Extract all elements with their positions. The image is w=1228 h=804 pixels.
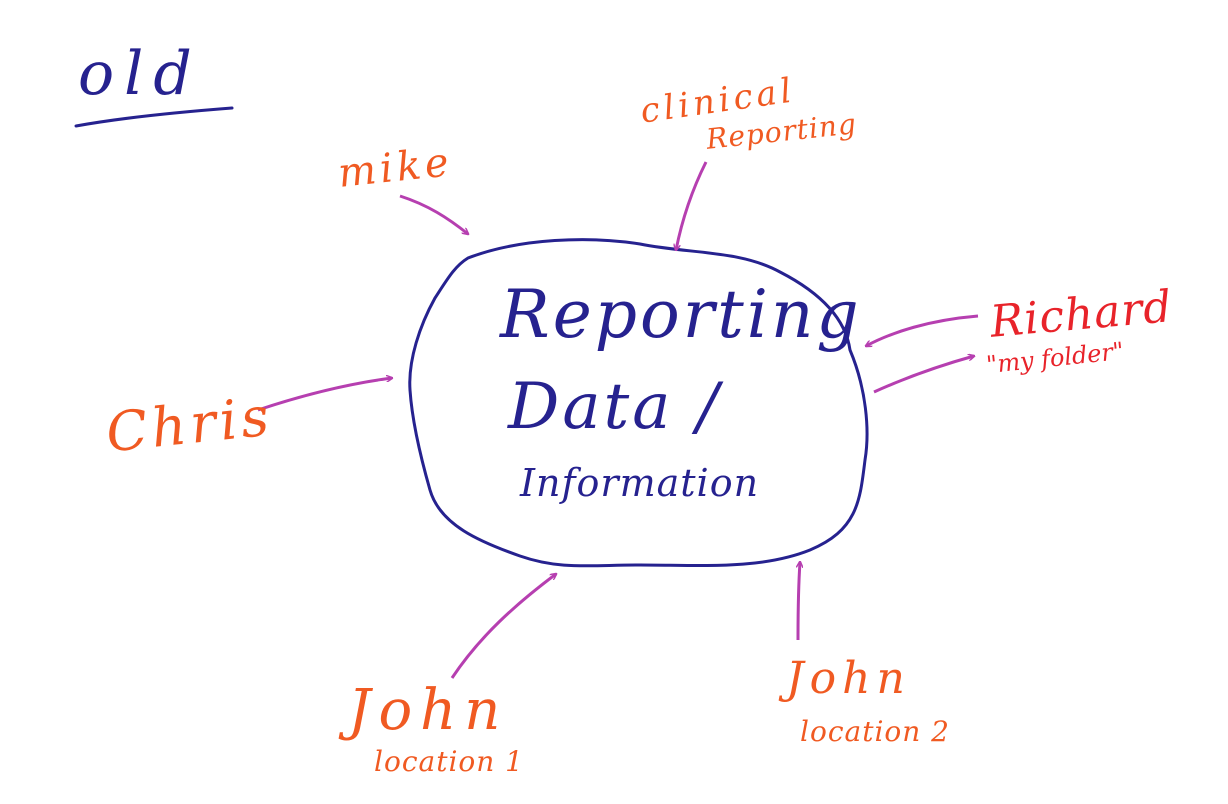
arrow-richard-out: [873, 356, 974, 394]
arrow-john-location1: [450, 574, 556, 679]
arrow-richard-in: [866, 314, 979, 346]
arrow-clinical-reporting: [676, 161, 708, 250]
center-label-line-2: Data /: [508, 370, 722, 444]
center-label-line-1: Reporting: [500, 276, 862, 353]
source-label-mike: mike: [335, 139, 455, 197]
arrow-chris: [257, 378, 392, 412]
source-label-john-2: John: [786, 653, 911, 704]
arrow-mike: [399, 194, 468, 234]
source-label-john-1: John: [348, 678, 509, 743]
source-label-location-1: location 1: [374, 745, 524, 778]
central-cloud: [408, 238, 869, 568]
page-title: old: [78, 39, 202, 109]
center-label-line-3: Information: [520, 461, 760, 505]
arrow-john-location2: [798, 562, 800, 641]
title-underline: [74, 106, 234, 128]
source-label-location-2: location 2: [800, 715, 950, 748]
